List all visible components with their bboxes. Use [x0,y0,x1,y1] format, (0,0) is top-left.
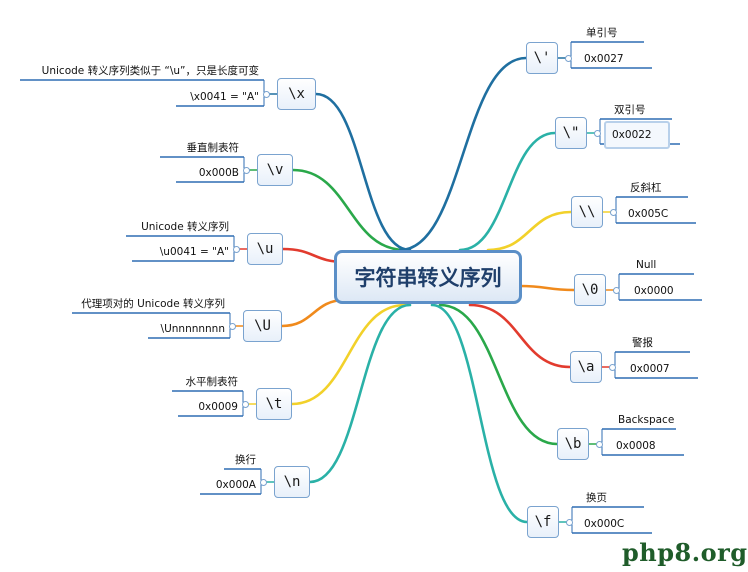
collapse-toggle-icon[interactable] [566,518,573,526]
collapse-toggle-icon[interactable] [613,286,620,294]
escape-node-8[interactable]: \\ [571,196,603,228]
selected-topic-highlight [604,121,670,149]
value-label: 0x0022 [612,129,652,141]
value-label: 0x0009 [198,401,238,413]
value-label: 0x005C [628,208,669,220]
description-label: Null [636,259,657,271]
description-label: 换行 [235,454,256,466]
escape-sequence-text: \' [533,50,551,66]
value-label: \Unnnnnnnn [160,323,225,335]
collapse-toggle-icon[interactable] [233,245,240,253]
escape-node-1[interactable]: \v [257,154,293,186]
escape-node-0[interactable]: \x [277,78,316,110]
description-label: 水平制表符 [185,376,239,388]
description-label: 警报 [632,337,653,349]
value-label: 0x000C [584,518,625,530]
escape-sequence-text: \a [577,359,595,375]
collapse-toggle-icon[interactable] [594,129,601,137]
description-label: 反斜杠 [630,182,662,194]
branch-connector [518,284,576,292]
value-label: 0x0000 [634,285,674,297]
central-topic[interactable]: 字符串转义序列 [334,250,522,304]
escape-node-3[interactable]: \U [243,310,282,342]
value-label: 0x000B [198,167,239,179]
description-label: Backspace [618,414,675,426]
branch-connector [468,303,572,369]
value-label: 0x000A [215,479,256,491]
watermark-logo: php8.org [622,538,748,567]
branch-connector [280,298,347,328]
value-label: \u0041 = "A" [159,246,229,258]
branch-connector [486,210,573,252]
escape-sequence-text: \" [562,125,580,141]
description-label: 代理项对的 Unicode 转义序列 [81,298,225,310]
collapse-toggle-icon[interactable] [242,400,249,408]
escape-node-10[interactable]: \a [570,351,602,383]
value-label: 0x0008 [616,440,656,452]
escape-node-12[interactable]: \f [527,506,559,538]
escape-sequence-text: \U [254,318,271,334]
collapse-toggle-icon[interactable] [243,166,250,174]
escape-node-4[interactable]: \t [256,388,292,420]
escape-sequence-text: \u [256,241,274,257]
branch-connector [398,56,528,252]
description-label: Unicode 转义序列类似于 “\u”，只是长度可变 [41,65,259,77]
escape-node-6[interactable]: \' [526,42,558,74]
branch-connector [430,303,529,524]
escape-sequence-text: \\ [578,204,596,220]
escape-node-5[interactable]: \n [274,466,310,498]
branch-connector [314,92,412,252]
value-label: 0x0007 [630,363,670,375]
escape-sequence-text: \x [288,86,305,102]
description-label: 换页 [586,492,607,504]
description-label: Unicode 转义序列 [141,221,229,233]
description-label: 单引号 [586,27,618,39]
value-label: \x0041 = "A" [190,91,259,103]
collapse-toggle-icon[interactable] [609,363,616,371]
escape-node-11[interactable]: \b [557,428,589,460]
branch-connector [308,303,412,484]
escape-node-9[interactable]: \0 [574,274,606,306]
escape-node-2[interactable]: \u [247,233,283,265]
escape-sequence-text: \n [283,474,301,490]
escape-sequence-text: \v [266,162,284,178]
escape-node-7[interactable]: \" [555,117,587,149]
description-label: 垂直制表符 [186,142,240,154]
collapse-toggle-icon[interactable] [565,54,572,62]
escape-sequence-text: \0 [581,282,599,298]
collapse-toggle-icon[interactable] [610,208,617,216]
branch-connector [438,303,559,446]
escape-sequence-text: \b [564,436,582,452]
escape-sequence-text: \f [534,514,552,530]
collapse-toggle-icon[interactable] [260,478,267,486]
escape-sequence-text: \t [265,396,283,412]
collapse-toggle-icon[interactable] [263,90,270,98]
central-topic-title: 字符串转义序列 [354,266,502,290]
value-label: 0x0027 [584,53,624,65]
branch-connector [458,131,557,252]
collapse-toggle-icon[interactable] [596,440,603,448]
collapse-toggle-icon[interactable] [229,322,236,330]
branch-connector [291,168,407,252]
description-label: 双引号 [614,104,646,116]
branch-connector [290,303,407,406]
